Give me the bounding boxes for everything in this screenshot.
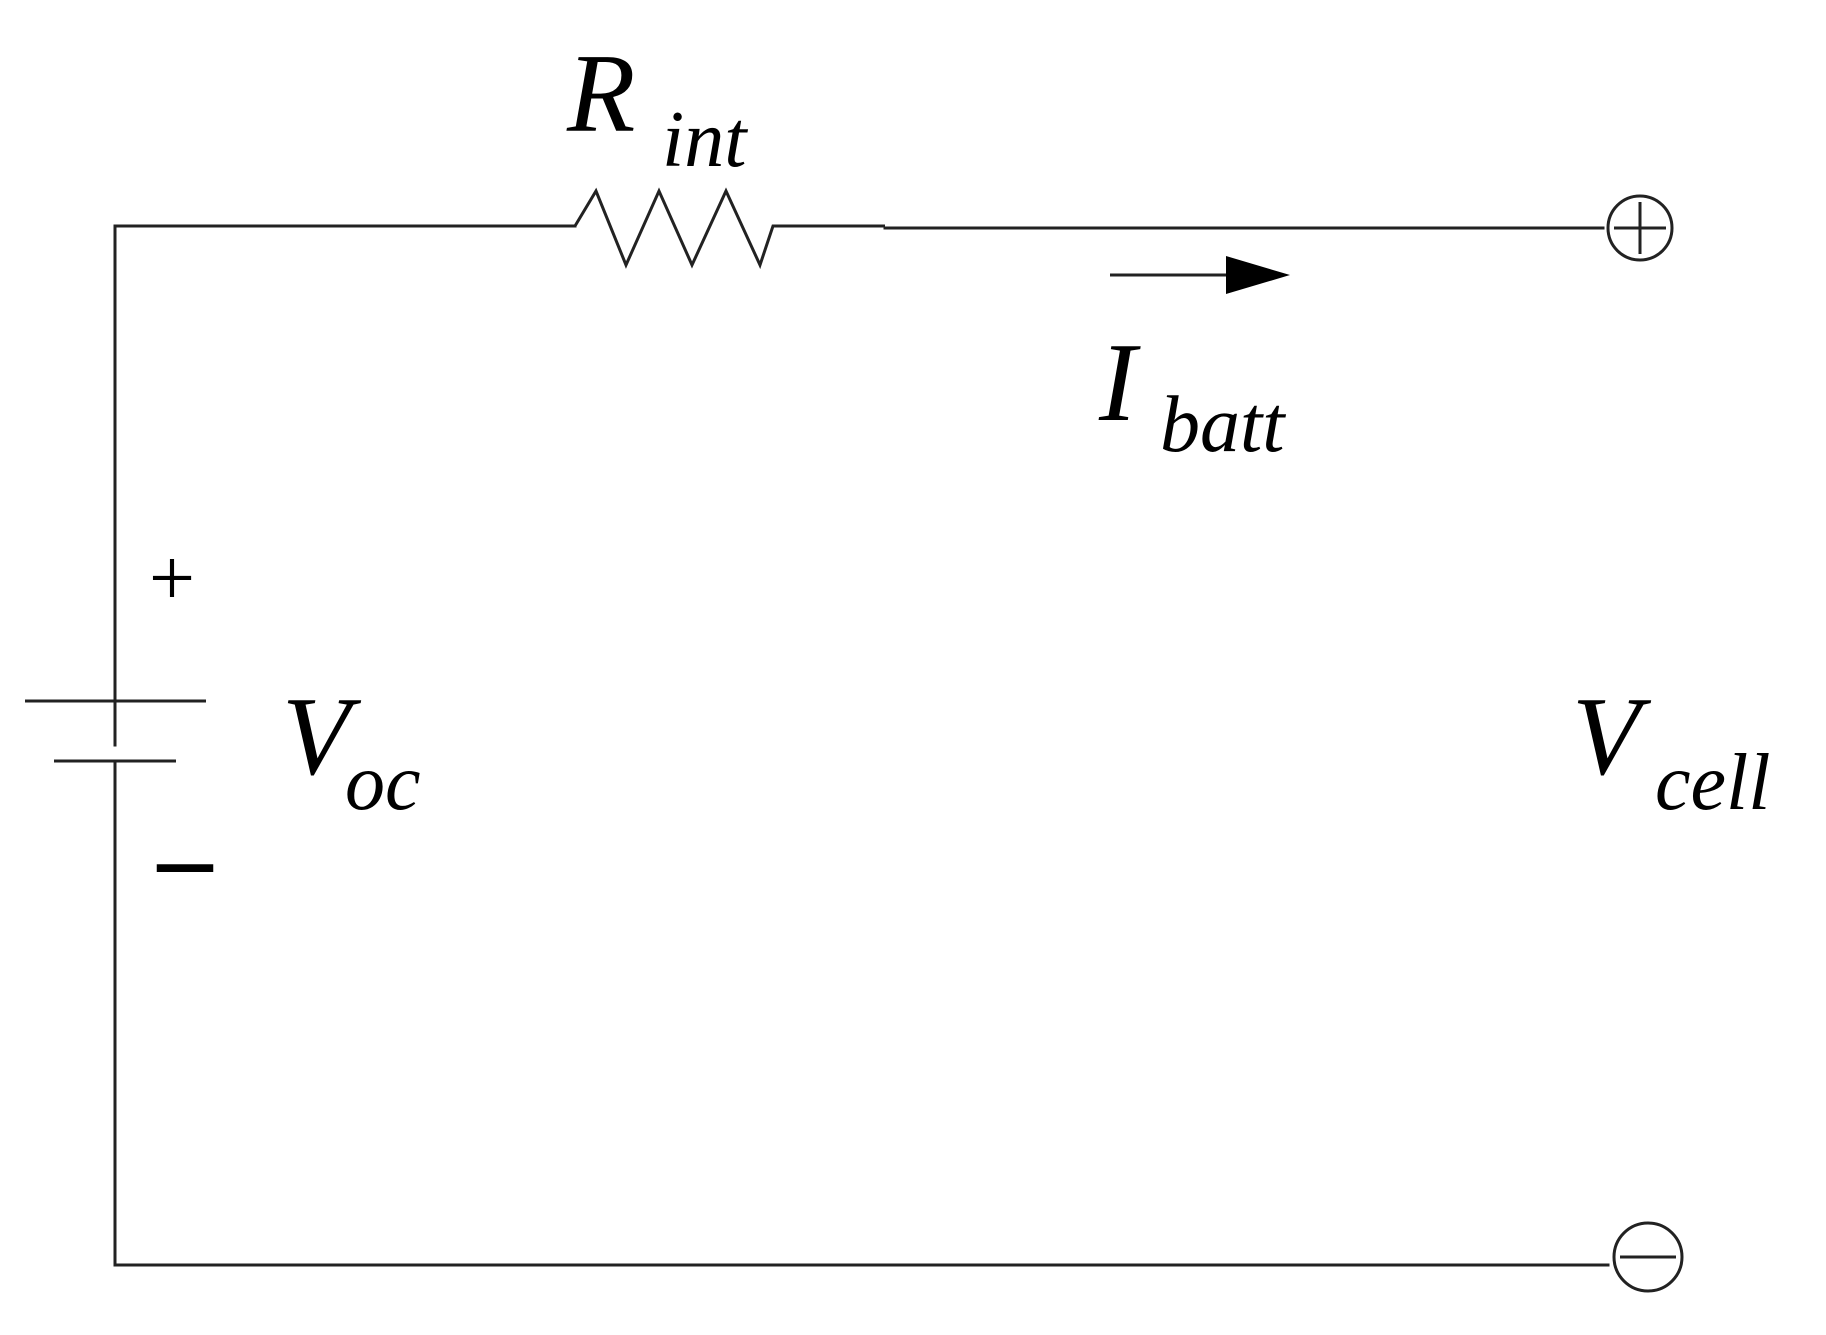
current-arrow <box>1110 256 1290 294</box>
resistor-label-main: R <box>566 32 635 156</box>
cell-voltage-label: V cell <box>1572 675 1770 827</box>
bottom-wire <box>113 759 1610 1267</box>
cell-voltage-label-subscript: cell <box>1655 739 1770 827</box>
source-voltage-label-main: V <box>282 675 362 799</box>
negative-terminal <box>1612 1221 1684 1293</box>
current-label-subscript: batt <box>1160 381 1286 469</box>
cell-voltage-label-main: V <box>1572 675 1652 799</box>
source-minus-sign: – <box>157 796 214 918</box>
current-label: I batt <box>1098 321 1286 469</box>
resistor-label: R int <box>566 32 748 184</box>
positive-terminal <box>1606 194 1674 262</box>
internal-resistor <box>573 187 885 270</box>
current-label-main: I <box>1098 321 1141 445</box>
source-voltage-label: V oc <box>282 675 421 827</box>
left-top-wire <box>113 224 577 747</box>
source-voltage-label-subscript: oc <box>345 739 421 827</box>
source-plus-sign: + <box>149 532 195 623</box>
resistor-label-subscript: int <box>662 96 748 184</box>
